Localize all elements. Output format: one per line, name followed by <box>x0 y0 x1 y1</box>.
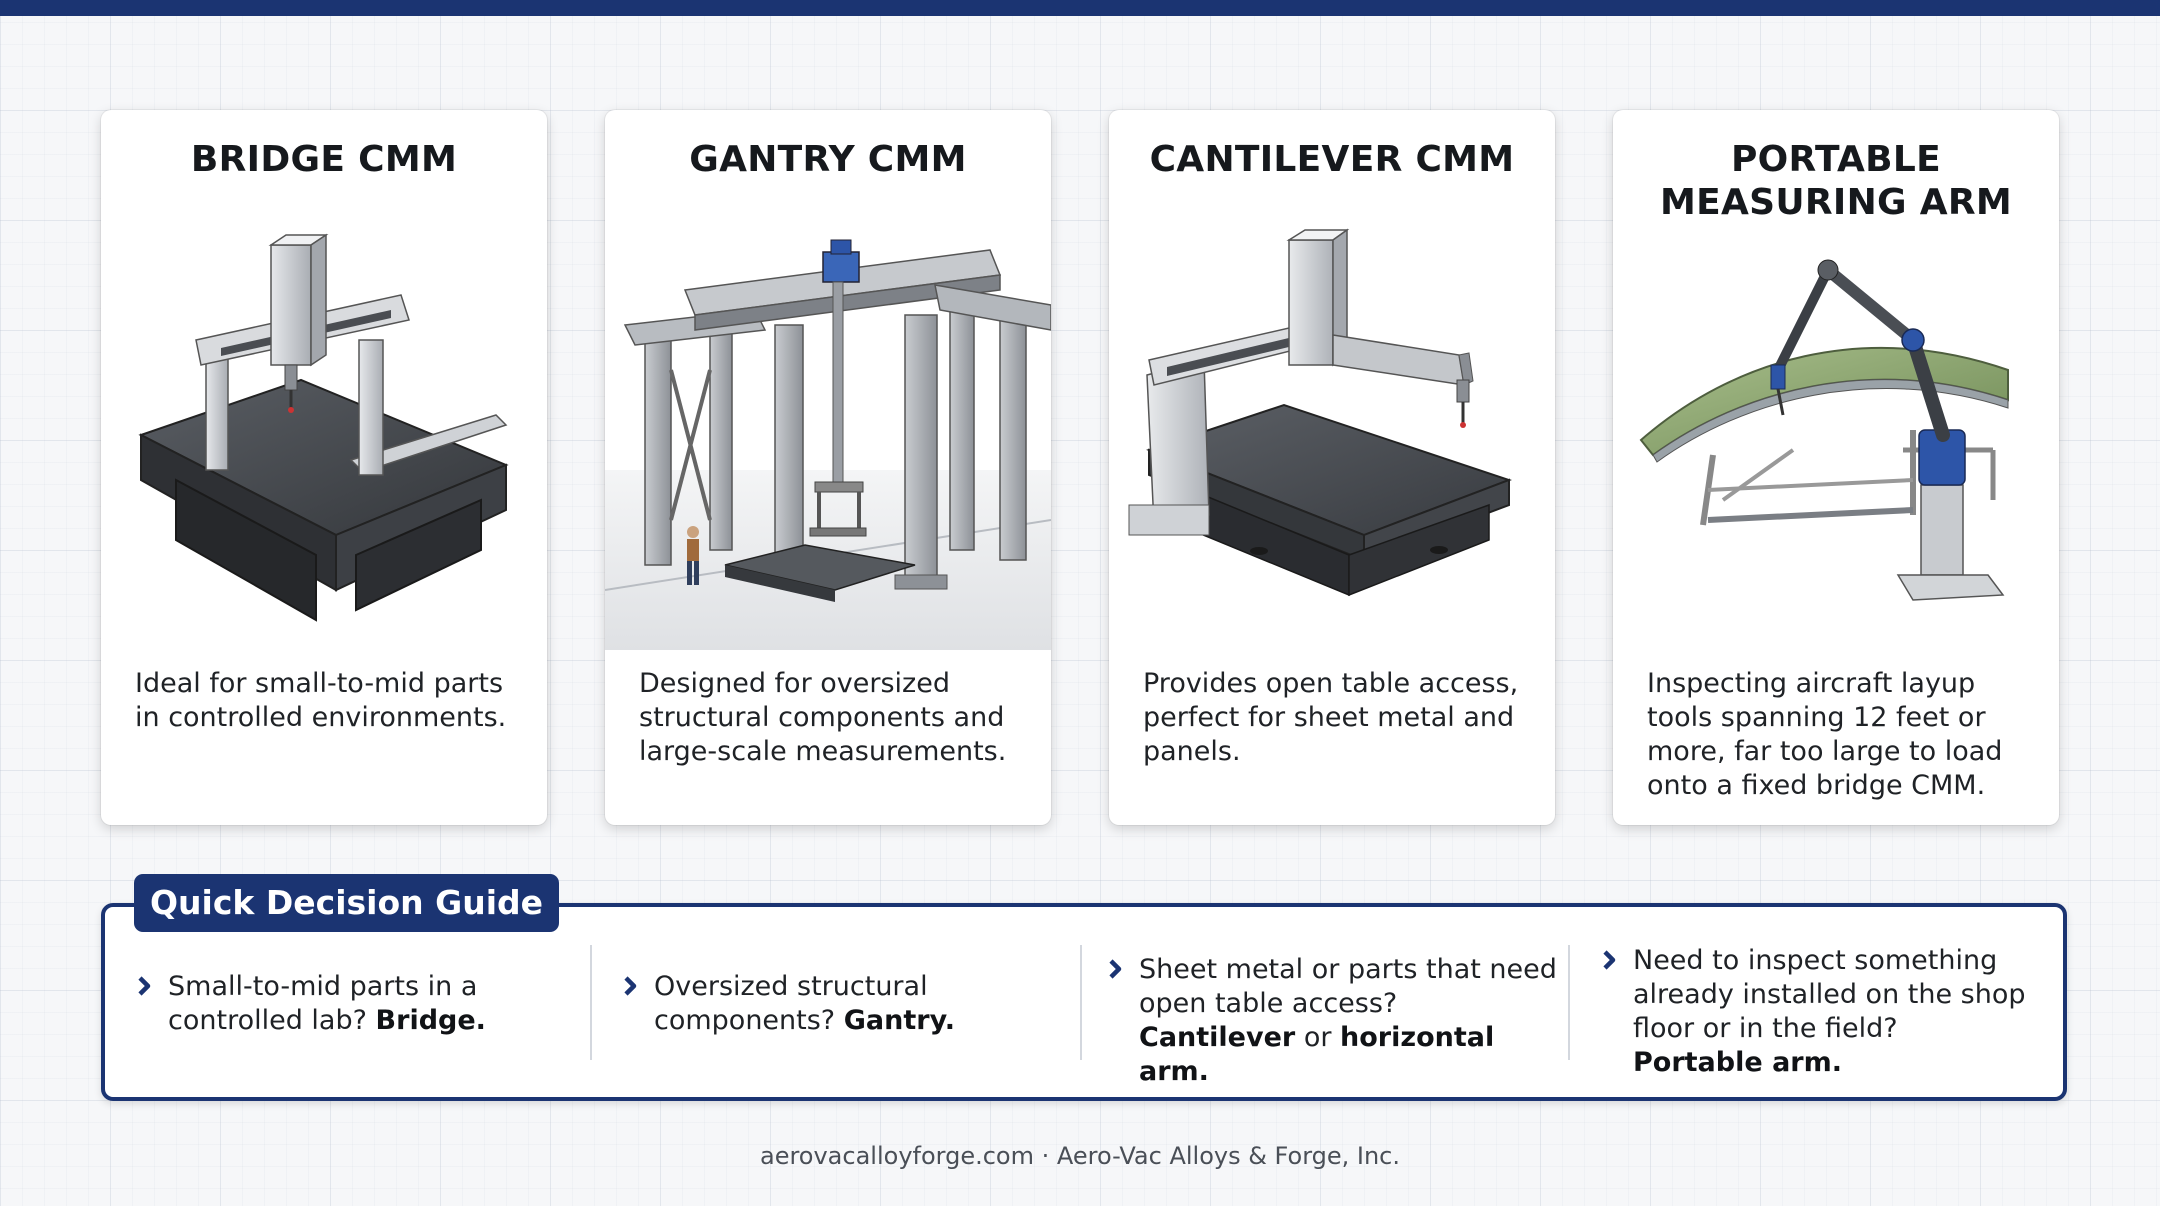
guide-title: Quick Decision Guide <box>134 874 560 932</box>
guide-question: Small-to-mid parts in a controlled lab? <box>168 971 478 1036</box>
quick-decision-guide-panel <box>101 903 2067 1101</box>
chevron-right-icon <box>1109 959 1122 979</box>
card-title: GANTRY CMM <box>689 139 967 180</box>
card-description: Provides open table access, perfect for … <box>1143 668 1519 767</box>
card-portable-measuring-arm: PORTABLE MEASURING ARM Inspecting aircra… <box>1613 110 2059 825</box>
guide-answer: Gantry. <box>843 1005 955 1036</box>
guide-question: Need to inspect something already instal… <box>1633 945 2026 1044</box>
guide-divider <box>1080 945 1082 1060</box>
guide-item-bridge: Small-to-mid parts in a controlled lab? … <box>138 970 568 1038</box>
chevron-right-icon <box>138 976 151 996</box>
guide-divider <box>590 945 592 1060</box>
guide-conjunction: or <box>1303 1022 1332 1053</box>
portable-arm-illustration <box>1639 259 2009 601</box>
card-cantilever-cmm: CANTILEVER CMM Provides open table acces… <box>1109 110 1555 825</box>
card-gantry-cmm: GANTRY CMM <box>605 110 1051 825</box>
guide-question: Sheet metal or parts that need open tabl… <box>1139 954 1557 1019</box>
top-accent-bar <box>0 0 2160 16</box>
footer-credit: aerovacalloyforge.com · Aero-Vac Alloys … <box>759 1142 1401 1170</box>
card-title: CANTILEVER CMM <box>1149 139 1515 180</box>
guide-item-gantry: Oversized structural components? Gantry. <box>624 970 1054 1038</box>
guide-question: Oversized structural components? <box>654 971 928 1036</box>
guide-divider <box>1568 945 1570 1060</box>
guide-answer-secondary: horizontal arm. <box>1139 1022 1495 1087</box>
card-bridge-cmm: BRIDGE CMM Ideal for small-to-mid parts … <box>101 110 547 825</box>
card-description: Designed for oversized structural compon… <box>639 668 1007 767</box>
guide-answer: Bridge. <box>375 1005 486 1036</box>
chevron-right-icon <box>624 976 637 996</box>
card-description: Inspecting aircraft layup tools spanning… <box>1647 668 2003 801</box>
gantry-cmm-illustration <box>605 239 1051 650</box>
guide-item-cantilever: Sheet metal or parts that need open tabl… <box>1109 953 1559 1089</box>
card-title: BRIDGE CMM <box>190 139 458 180</box>
card-description: Ideal for small-to-mid parts in controll… <box>135 668 507 733</box>
guide-answer: Portable arm. <box>1633 1047 1842 1078</box>
bridge-cmm-illustration <box>138 233 509 622</box>
guide-answer: Cantilever <box>1139 1022 1296 1053</box>
guide-item-portable: Need to inspect something already instal… <box>1603 944 2033 1080</box>
chevron-right-icon <box>1603 950 1616 970</box>
cantilever-cmm-illustration <box>1128 228 1512 597</box>
card-title: PORTABLE MEASURING ARM <box>1659 139 2013 223</box>
